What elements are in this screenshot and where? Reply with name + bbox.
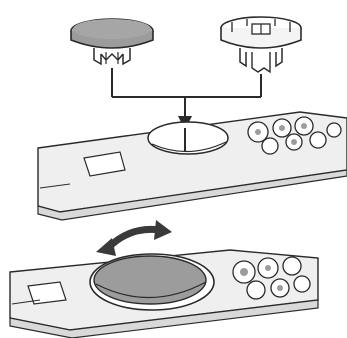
grey-cap-icon — [71, 19, 153, 64]
step-2-rotate-cap — [10, 220, 318, 338]
step-1-insert-cap — [38, 17, 347, 220]
housing-step-2 — [10, 250, 318, 338]
housing-step-1 — [38, 112, 347, 220]
rotation-arrow-icon — [96, 220, 172, 256]
white-cap-icon — [221, 17, 301, 72]
